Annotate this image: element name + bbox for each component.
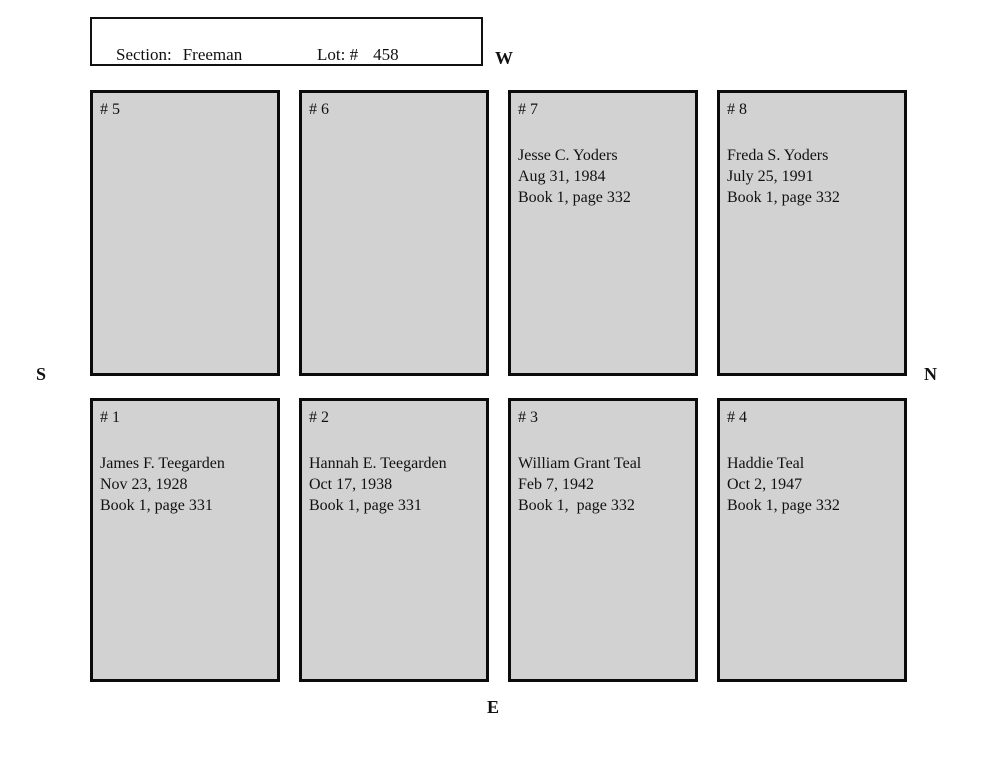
compass-east-label: E	[487, 697, 500, 717]
plot-details: Freda S. Yoders July 25, 1991 Book 1, pa…	[727, 145, 897, 208]
plot-book-reference: Book 1, page 332	[727, 497, 840, 514]
plot-details: Haddie Teal Oct 2, 1947 Book 1, page 332	[727, 453, 897, 516]
plot-book-reference: Book 1, page 331	[100, 497, 213, 514]
lot-value: 458	[373, 45, 399, 64]
compass-west-label: W	[495, 48, 513, 68]
plot-occupant-name: Freda S. Yoders	[727, 147, 829, 164]
plot-date: Aug 31, 1984	[518, 168, 606, 185]
plot-box-3: # 3 William Grant Teal Feb 7, 1942 Book …	[508, 398, 698, 682]
plot-date: Oct 2, 1947	[727, 476, 803, 493]
plot-details: James F. Teegarden Nov 23, 1928 Book 1, …	[100, 453, 270, 516]
plot-occupant-name: Haddie Teal	[727, 455, 805, 472]
plot-number: # 6	[309, 101, 329, 118]
plot-book-reference: Book 1, page 332	[727, 189, 840, 206]
plot-number: # 3	[518, 409, 538, 426]
plot-date: July 25, 1991	[727, 168, 814, 185]
plot-book-reference: Book 1, page 332	[518, 497, 635, 514]
plot-box-4: # 4 Haddie Teal Oct 2, 1947 Book 1, page…	[717, 398, 907, 682]
compass-south-label: S	[36, 364, 47, 384]
plot-box-8: # 8 Freda S. Yoders July 25, 1991 Book 1…	[717, 90, 907, 376]
plot-box-6: # 6	[299, 90, 489, 376]
plot-details: Jesse C. Yoders Aug 31, 1984 Book 1, pag…	[518, 145, 688, 208]
section-label: Section:	[116, 45, 172, 64]
section-value: Freeman	[182, 45, 243, 64]
plot-occupant-name: Hannah E. Teegarden	[309, 455, 447, 472]
compass-north-label: N	[924, 364, 937, 384]
plot-number: # 4	[727, 409, 747, 426]
plot-book-reference: Book 1, page 331	[309, 497, 422, 514]
plot-number: # 2	[309, 409, 329, 426]
plot-number: # 7	[518, 101, 538, 118]
lot-field: Lot: # 458	[300, 25, 399, 85]
burial-plots-grid: # 5 # 6 # 7 Jesse C. Yoders Aug 31, 1984…	[90, 90, 907, 682]
plot-box-5: # 5	[90, 90, 280, 376]
plot-date: Feb 7, 1942	[518, 476, 594, 493]
plot-box-2: # 2 Hannah E. Teegarden Oct 17, 1938 Boo…	[299, 398, 489, 682]
plot-number: # 1	[100, 409, 120, 426]
plot-book-reference: Book 1, page 332	[518, 189, 631, 206]
plot-occupant-name: James F. Teegarden	[100, 455, 225, 472]
section-lot-header-box: Section: Freeman Lot: # 458	[90, 17, 483, 66]
plot-date: Oct 17, 1938	[309, 476, 393, 493]
plot-date: Nov 23, 1928	[100, 476, 188, 493]
plot-occupant-name: Jesse C. Yoders	[518, 147, 618, 164]
plot-number: # 8	[727, 101, 747, 118]
plot-number: # 5	[100, 101, 120, 118]
plot-box-1: # 1 James F. Teegarden Nov 23, 1928 Book…	[90, 398, 280, 682]
section-field: Section: Freeman	[99, 25, 242, 85]
lot-label: Lot: #	[317, 45, 359, 64]
plot-box-7: # 7 Jesse C. Yoders Aug 31, 1984 Book 1,…	[508, 90, 698, 376]
plot-occupant-name: William Grant Teal	[518, 455, 642, 472]
plot-details: William Grant Teal Feb 7, 1942 Book 1, p…	[518, 453, 688, 516]
plot-details: Hannah E. Teegarden Oct 17, 1938 Book 1,…	[309, 453, 479, 516]
